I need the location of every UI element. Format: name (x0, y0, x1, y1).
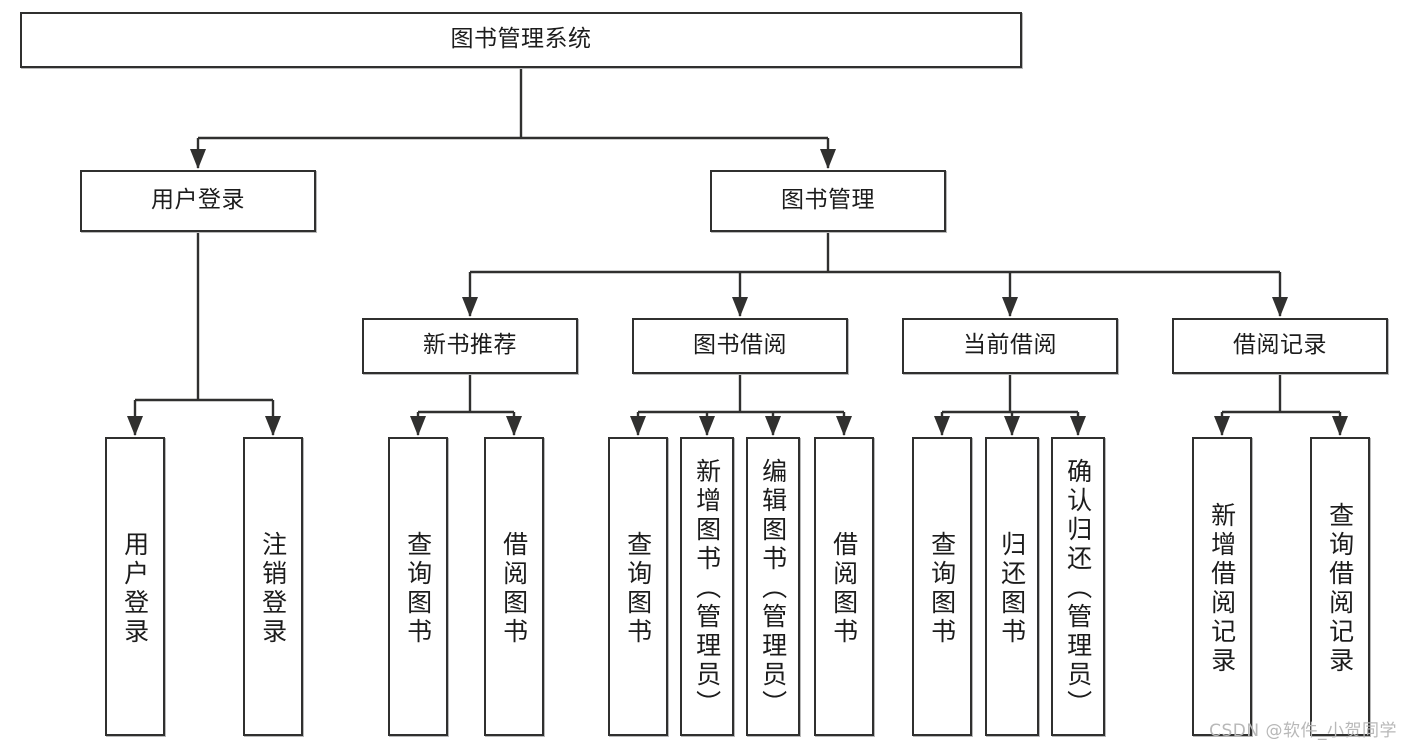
node-leaf-add-borrow-record[interactable]: 新增借阅记录 (1192, 437, 1252, 736)
node-borrow-record-label: 借阅记录 (1233, 332, 1327, 359)
node-book-management[interactable]: 图书管理 (710, 170, 946, 232)
node-leaf-confirm-return-admin[interactable]: 确认归还（管理员） (1051, 437, 1105, 736)
node-borrow-record[interactable]: 借阅记录 (1172, 318, 1388, 374)
node-leaf-query-book-recommend[interactable]: 查询图书 (388, 437, 448, 736)
node-leaf-borrow-book-label: 借阅图书 (829, 530, 859, 647)
node-new-book-recommend[interactable]: 新书推荐 (362, 318, 578, 374)
node-leaf-add-book-admin-label: 新增图书（管理员） (692, 458, 722, 719)
node-leaf-edit-book-admin-label: 编辑图书（管理员） (758, 458, 788, 719)
node-leaf-edit-book-admin[interactable]: 编辑图书（管理员） (746, 437, 800, 736)
node-leaf-user-login[interactable]: 用户登录 (105, 437, 165, 736)
node-leaf-query-book-borrow-label: 查询图书 (623, 530, 653, 647)
node-book-borrow-label: 图书借阅 (693, 332, 787, 359)
node-root-book-management-system[interactable]: 图书管理系统 (20, 12, 1022, 68)
node-leaf-query-book-current[interactable]: 查询图书 (912, 437, 972, 736)
node-leaf-borrow-book[interactable]: 借阅图书 (814, 437, 874, 736)
node-leaf-logout-label: 注销登录 (258, 530, 288, 647)
node-user-login[interactable]: 用户登录 (80, 170, 316, 232)
node-leaf-query-book-borrow[interactable]: 查询图书 (608, 437, 668, 736)
node-leaf-confirm-return-admin-label: 确认归还（管理员） (1063, 458, 1093, 719)
node-current-borrow[interactable]: 当前借阅 (902, 318, 1118, 374)
node-leaf-borrow-book-recommend-label: 借阅图书 (499, 530, 529, 647)
node-leaf-return-book[interactable]: 归还图书 (985, 437, 1039, 736)
node-user-login-label: 用户登录 (151, 187, 245, 214)
node-leaf-add-borrow-record-label: 新增借阅记录 (1207, 501, 1237, 676)
node-current-borrow-label: 当前借阅 (963, 332, 1057, 359)
node-leaf-add-book-admin[interactable]: 新增图书（管理员） (680, 437, 734, 736)
watermark-credit: CSDN @软件_小贺同学 (1209, 721, 1397, 741)
node-new-book-recommend-label: 新书推荐 (423, 332, 517, 359)
node-leaf-logout[interactable]: 注销登录 (243, 437, 303, 736)
node-book-borrow[interactable]: 图书借阅 (632, 318, 848, 374)
node-leaf-query-book-recommend-label: 查询图书 (403, 530, 433, 647)
node-root-label: 图书管理系统 (450, 26, 592, 53)
node-leaf-query-borrow-record[interactable]: 查询借阅记录 (1310, 437, 1370, 736)
node-leaf-user-login-label: 用户登录 (120, 530, 150, 647)
node-book-management-label: 图书管理 (781, 187, 875, 214)
node-leaf-return-book-label: 归还图书 (997, 530, 1027, 647)
node-leaf-query-book-current-label: 查询图书 (927, 530, 957, 647)
node-leaf-borrow-book-recommend[interactable]: 借阅图书 (484, 437, 544, 736)
node-leaf-query-borrow-record-label: 查询借阅记录 (1325, 501, 1355, 676)
